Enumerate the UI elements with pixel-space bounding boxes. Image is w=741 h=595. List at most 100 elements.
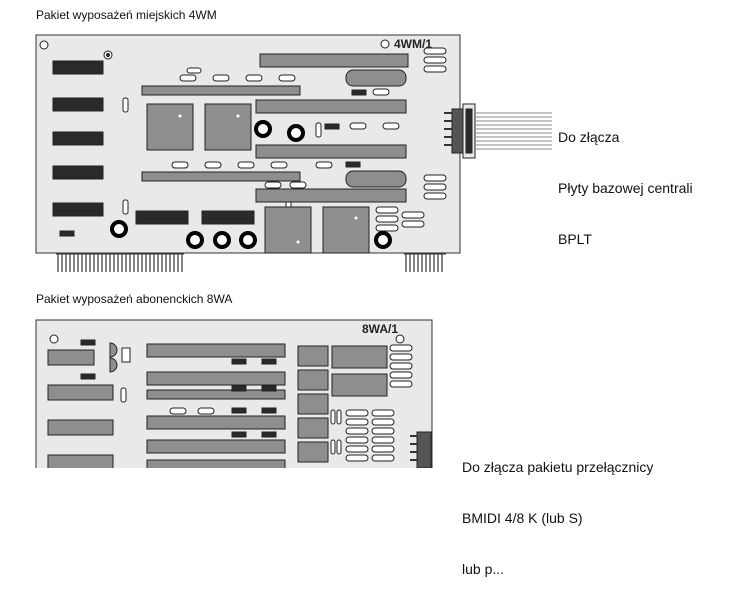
board1-capacitor bbox=[122, 199, 129, 215]
board1-oval bbox=[423, 183, 447, 191]
board1-note-line-3: BPLT bbox=[558, 231, 592, 247]
board2-diode bbox=[80, 373, 96, 380]
board1-ic bbox=[135, 210, 189, 225]
board1-title: Pakiet wyposażeń miejskich 4WM bbox=[36, 8, 217, 22]
board1-module bbox=[322, 206, 370, 254]
board1-capacitor bbox=[315, 122, 322, 138]
board2-strip bbox=[146, 439, 286, 454]
board1-oval bbox=[375, 206, 399, 214]
board2-note-line-2: BMIDI 4/8 K (lub S) bbox=[462, 510, 583, 526]
board2-oval bbox=[389, 344, 413, 352]
board1-strip bbox=[141, 85, 301, 96]
board2-diode bbox=[231, 431, 247, 438]
board2-strip bbox=[146, 415, 286, 430]
board1-mount-hole bbox=[39, 40, 49, 50]
board2-connector-pins bbox=[410, 435, 417, 461]
board2-oval bbox=[345, 409, 369, 417]
board1-strip bbox=[255, 144, 407, 159]
board1-label: 4WM/1 bbox=[394, 37, 432, 51]
board2-oval bbox=[371, 418, 395, 426]
board1-ring-cap bbox=[186, 231, 204, 249]
board1-resistor bbox=[349, 122, 367, 130]
board1-resistor bbox=[212, 74, 230, 82]
board1-module bbox=[204, 103, 252, 151]
board1-note-line-2: Płyty bazowej centrali bbox=[558, 180, 693, 196]
board1-oval bbox=[423, 47, 447, 55]
board1-pin-header-right bbox=[404, 253, 446, 272]
board1-ic bbox=[52, 165, 104, 180]
board1-resistor bbox=[382, 122, 400, 130]
board1-relay bbox=[345, 69, 407, 87]
board2-module bbox=[331, 373, 388, 397]
board2-oval bbox=[345, 454, 369, 462]
board2-module bbox=[47, 384, 114, 401]
board2-strip bbox=[146, 343, 286, 358]
board2-oval bbox=[389, 362, 413, 370]
board1-pin-header-left bbox=[56, 253, 184, 272]
board1-oval bbox=[401, 220, 425, 228]
board2-diode bbox=[231, 358, 247, 365]
board1-oval bbox=[375, 224, 399, 232]
board2-relay bbox=[297, 393, 329, 415]
board2-relay bbox=[297, 441, 329, 463]
board2-transistor bbox=[109, 342, 118, 358]
board1-relay bbox=[345, 170, 407, 188]
board2-small-caps bbox=[330, 409, 342, 455]
board2-relay bbox=[297, 369, 329, 391]
pcb-diagram: 4WM/1 bbox=[35, 34, 552, 468]
board2-oval bbox=[371, 436, 395, 444]
board1-ring-cap bbox=[374, 231, 392, 249]
board2-diode bbox=[231, 407, 247, 414]
board2-diode bbox=[261, 385, 277, 392]
board1-oval bbox=[423, 174, 447, 182]
board2-capacitor bbox=[120, 387, 127, 403]
board1-resistor bbox=[278, 74, 296, 82]
board2-oval bbox=[389, 371, 413, 379]
board2-module bbox=[47, 419, 114, 436]
board2-diode bbox=[261, 431, 277, 438]
board1-ic bbox=[52, 202, 104, 217]
board2-relay bbox=[297, 417, 329, 439]
board2 bbox=[35, 319, 433, 468]
board1-resistor bbox=[245, 74, 263, 82]
board2-title: Pakiet wyposażeń abonenckich 8WA bbox=[36, 292, 233, 306]
board1-resistor bbox=[372, 88, 390, 96]
board2-oval bbox=[371, 445, 395, 453]
board1-oval bbox=[423, 56, 447, 64]
board1-resistor bbox=[204, 161, 222, 169]
board1-ring-cap bbox=[239, 231, 257, 249]
board1-ring-cap bbox=[287, 124, 305, 142]
board2-oval bbox=[345, 418, 369, 426]
board2-oval bbox=[389, 380, 413, 388]
board2-resistor bbox=[197, 407, 215, 415]
board1-ring-cap bbox=[110, 220, 128, 238]
board2-label: 8WA/1 bbox=[362, 322, 398, 336]
board2-mount-hole bbox=[49, 334, 59, 344]
board1-ic bbox=[52, 97, 104, 112]
board1-mount-hole bbox=[380, 39, 390, 49]
board1 bbox=[35, 34, 552, 272]
board2-oval bbox=[389, 353, 413, 361]
board1-resistor bbox=[179, 74, 197, 82]
board2-oval bbox=[345, 436, 369, 444]
board1-ic bbox=[52, 60, 104, 75]
board2-module bbox=[47, 349, 95, 366]
board1-connector-note: Do złącza Płyty bazowej centrali BPLT bbox=[558, 95, 693, 265]
board2-strip bbox=[146, 459, 286, 468]
board1-resistor bbox=[289, 181, 307, 189]
board2-strip bbox=[146, 371, 286, 386]
board1-ic bbox=[201, 210, 255, 225]
board2-relay bbox=[297, 345, 329, 367]
board1-diode bbox=[351, 89, 367, 96]
board2-oval bbox=[345, 427, 369, 435]
board2-module bbox=[331, 345, 388, 369]
board2-oval bbox=[371, 409, 395, 417]
board1-resistor bbox=[264, 181, 282, 189]
board2-diode bbox=[261, 358, 277, 365]
board2-resistor bbox=[169, 407, 187, 415]
board2-connector bbox=[416, 431, 432, 468]
board1-diode bbox=[59, 230, 75, 237]
board2-diode bbox=[231, 385, 247, 392]
board2-diode bbox=[261, 407, 277, 414]
board1-ic bbox=[52, 131, 104, 146]
